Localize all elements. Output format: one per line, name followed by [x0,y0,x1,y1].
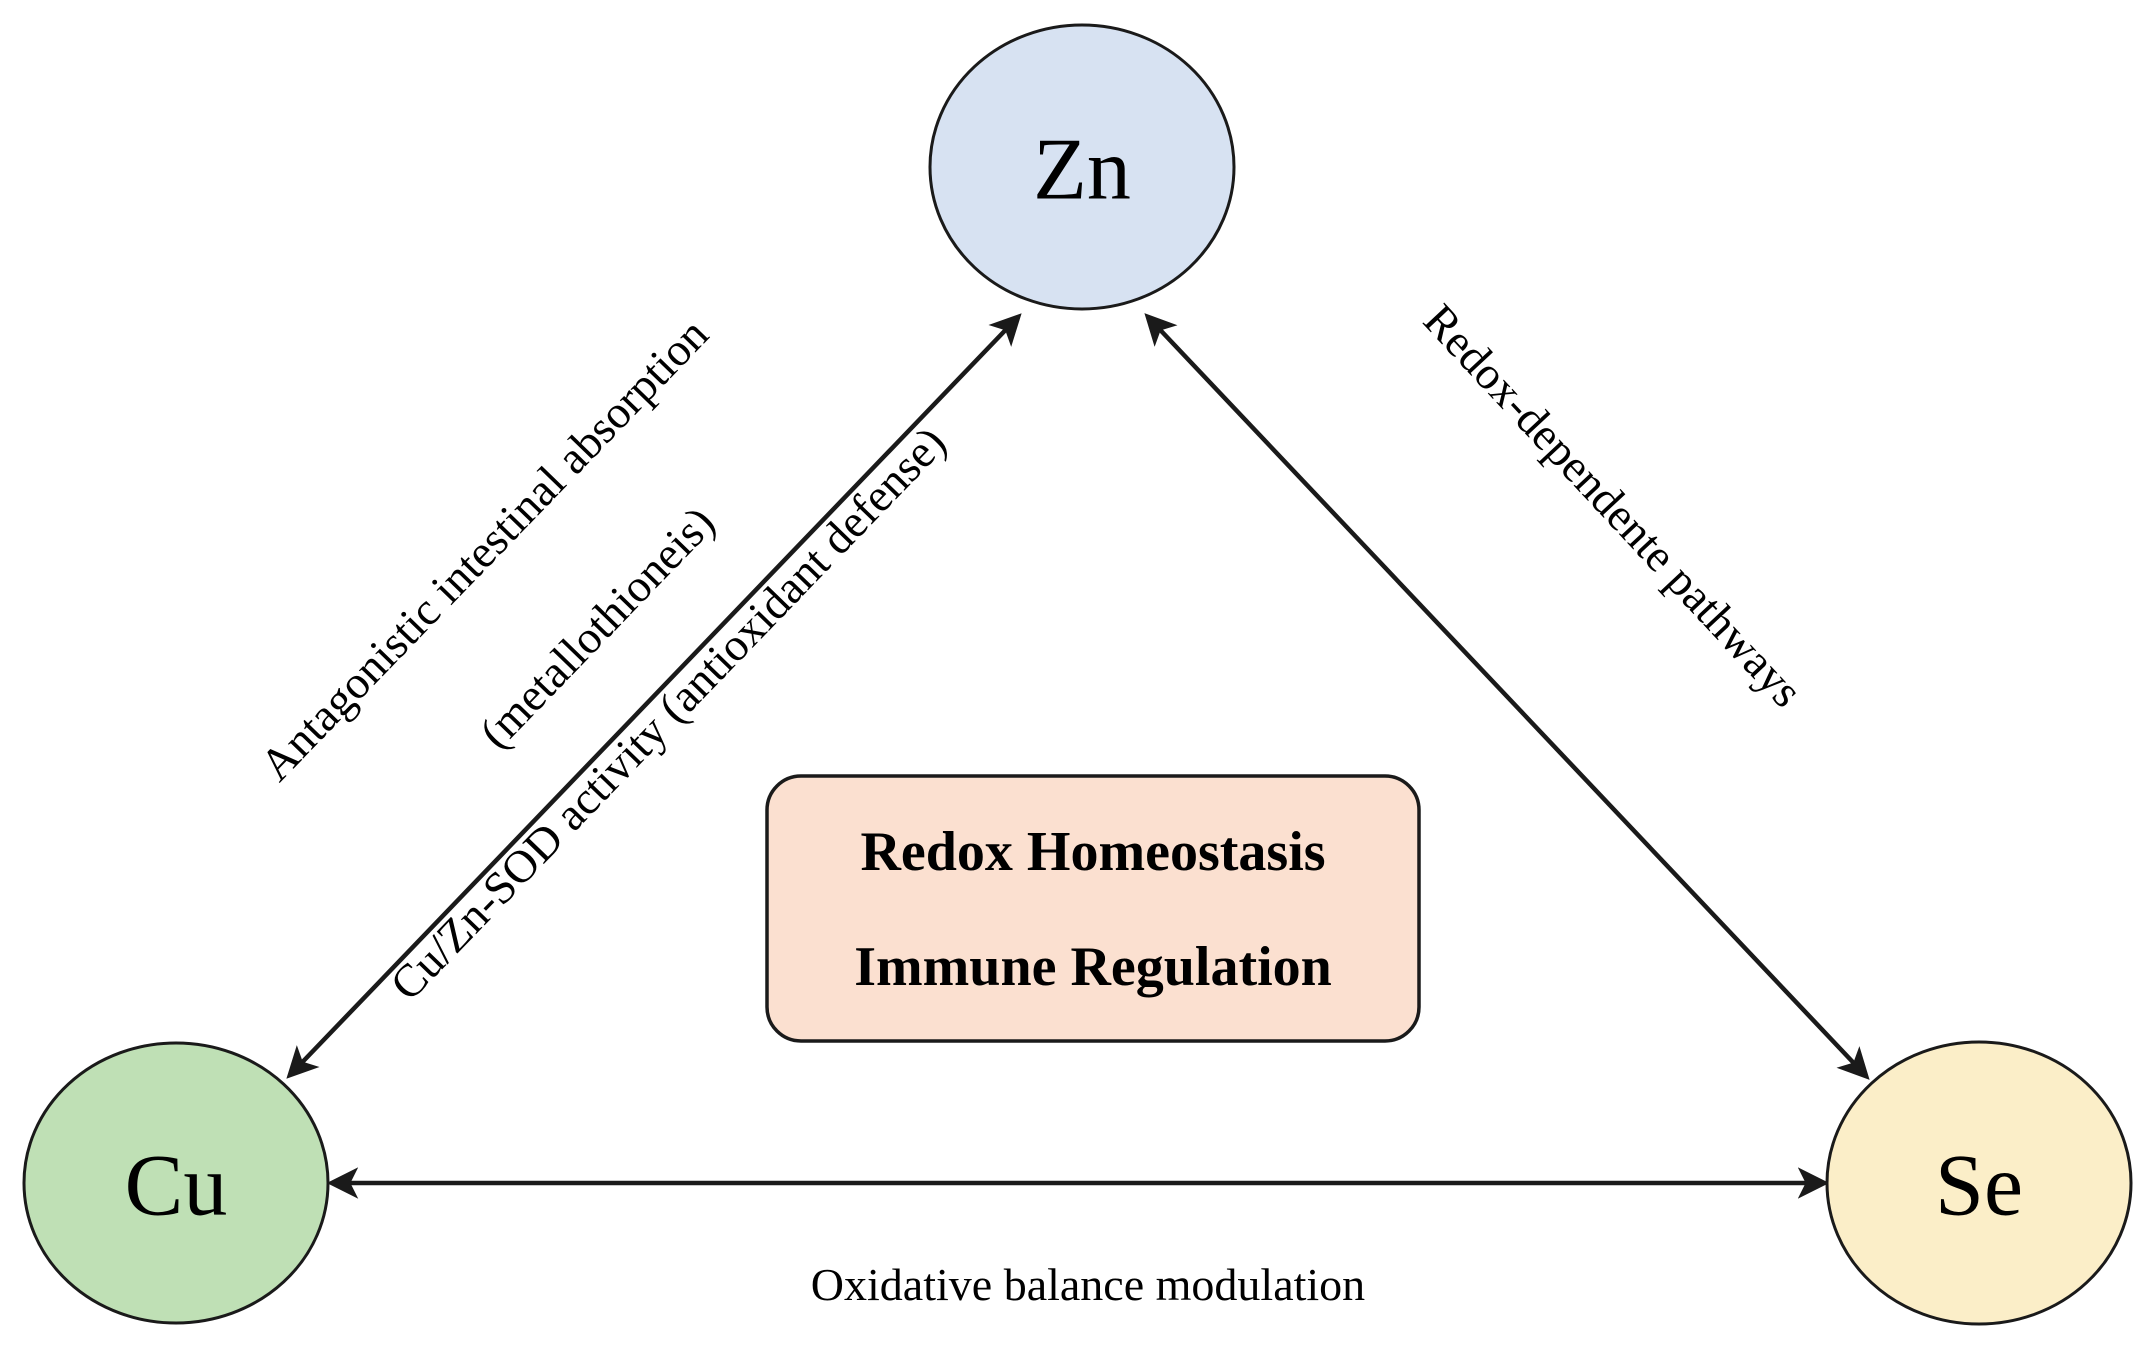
node-zn-label: Zn [1033,122,1131,219]
node-se-circle[interactable] [1825,1040,2133,1326]
edge-zn-se-line [1144,313,1870,1080]
center-box-background [765,774,1421,1043]
node-zn-circle[interactable] [928,23,1236,311]
edge-se-cu: Oxidative balance modulation [326,1167,1830,1310]
center-box-line-1: Redox Homeostasis [860,821,1325,883]
center-box: Redox Homeostasis Immune Regulation [765,774,1421,1043]
edge-zn-se-label-1: Redox-dependente pathways [1414,294,1813,716]
edge-se-cu-label-1: Oxidative balance modulation [811,1259,1365,1310]
node-se[interactable]: Se [1825,1040,2133,1326]
node-zn[interactable]: Zn [928,23,1236,311]
node-cu[interactable]: Cu [22,1041,330,1325]
node-cu-label: Cu [125,1138,228,1235]
node-se-label: Se [1935,1138,2023,1235]
center-box-line-2: Immune Regulation [854,936,1332,998]
edge-cu-zn-line [286,313,1022,1079]
node-cu-circle[interactable] [22,1041,330,1325]
